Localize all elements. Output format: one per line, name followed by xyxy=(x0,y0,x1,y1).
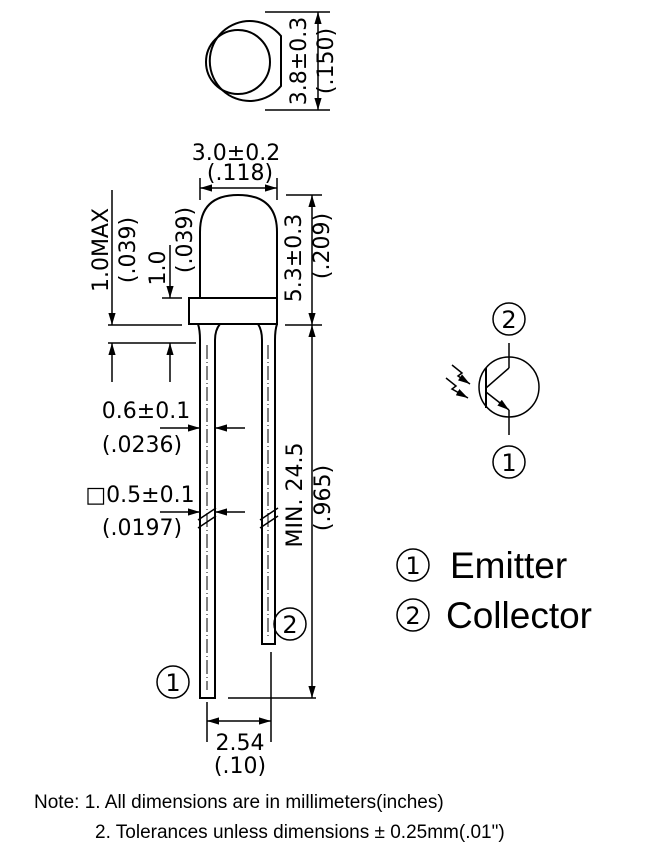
led-dome xyxy=(199,193,278,298)
body-height-label: 5.3±0.3 xyxy=(282,214,307,302)
symbol-pin-1-number: 1 xyxy=(501,449,516,477)
light-arrow-icon xyxy=(445,377,469,399)
note-line-1: Note: 1. All dimensions are in millimete… xyxy=(34,792,444,813)
symbol-pin-2-number: 2 xyxy=(501,306,516,334)
lens-diameter-label: 3.8±0.3 xyxy=(287,17,312,105)
note-line-2: 2. Tolerances unless dimensions ± 0.25mm… xyxy=(95,822,505,843)
top-view: 3.8±0.3 (.150) xyxy=(205,11,339,111)
pin-2-marker xyxy=(273,607,307,641)
flange-max-label: 1.0MAX xyxy=(89,208,114,292)
legend-1-number: 1 xyxy=(405,552,420,580)
pitch-label: 2.54 xyxy=(216,731,265,756)
pin-2-number: 2 xyxy=(282,611,297,639)
body-width-label: 3.0±0.2 xyxy=(192,141,280,166)
lens-inner-circle xyxy=(205,29,271,95)
lead-width-label: 0.6±0.1 xyxy=(102,399,190,424)
lead-square-inch-label: (.0197) xyxy=(102,516,182,541)
pitch-inch-label: (.10) xyxy=(214,754,266,779)
light-arrow-icon xyxy=(451,364,471,385)
lead-width-inch-label: (.0236) xyxy=(102,433,182,458)
pin-1-marker xyxy=(156,665,190,699)
legend-collector: Collector xyxy=(446,595,592,636)
lens-diameter-inch-label: (.150) xyxy=(314,28,339,94)
legend-emitter: Emitter xyxy=(450,545,567,586)
lead-1 xyxy=(197,323,221,699)
phototransistor-symbol: 2 1 xyxy=(445,302,540,479)
lead-length-inch-label: (.965) xyxy=(311,465,336,531)
pin-1-number: 1 xyxy=(165,669,180,697)
flange-label: 1.0 xyxy=(146,251,171,286)
lens-outer-outline xyxy=(208,20,282,102)
body-height-inch-label: (.209) xyxy=(310,213,335,279)
lead-length-label: MIN. 24.5 xyxy=(283,443,308,548)
lead-square-label: □0.5±0.1 xyxy=(85,483,194,508)
flange-inch-label: (.039) xyxy=(173,207,198,273)
side-view: 3.0±0.2 (.118) 5.3±0.3 (.209) MIN. 24.5 … xyxy=(85,141,336,779)
lead-2 xyxy=(257,323,278,645)
legend-2-number: 2 xyxy=(405,602,420,630)
flange xyxy=(188,297,278,325)
body-width-inch-label: (.118) xyxy=(207,161,273,186)
flange-max-inch-label: (.039) xyxy=(116,217,141,283)
pin-legend: 1 Emitter 2 Collector xyxy=(396,545,592,636)
